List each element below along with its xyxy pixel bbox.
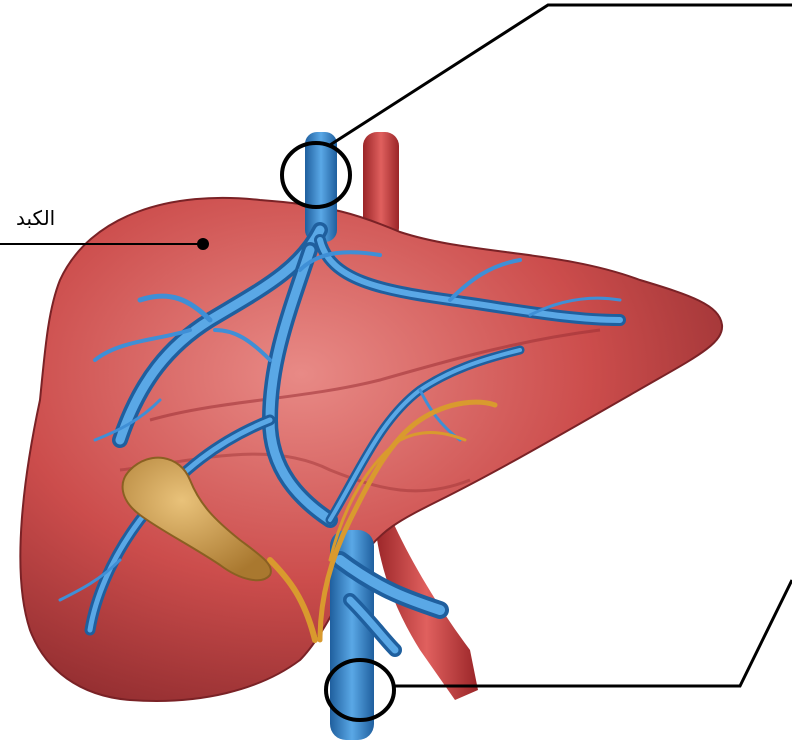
liver-label: الكبد [16,206,55,230]
upper-callout-line [330,5,792,145]
liver-leader-dot [197,238,209,250]
